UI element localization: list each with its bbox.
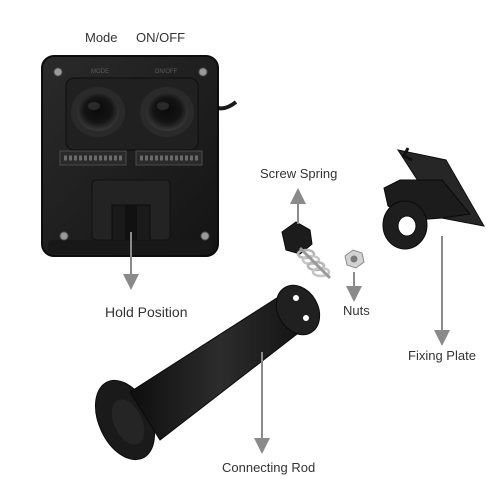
fixing-plate-part xyxy=(382,147,485,250)
screw-bottom-right xyxy=(200,231,210,241)
label-screw-spring: Screw Spring xyxy=(260,166,338,181)
rod-base-inner xyxy=(111,399,145,445)
rod-top-end xyxy=(275,284,321,336)
label-on-off: ON/OFF xyxy=(136,30,186,45)
screw-top-right xyxy=(198,67,208,77)
screw-bottom-left xyxy=(59,231,69,241)
callout-arrows xyxy=(123,188,450,454)
device-print-mode: MODE xyxy=(91,69,109,75)
device-body: MODE ON/OFF xyxy=(41,55,238,257)
label-nuts: Nuts xyxy=(343,303,370,318)
nut-hole xyxy=(350,255,358,263)
speaker-left xyxy=(71,87,125,137)
power-cable xyxy=(217,100,238,111)
label-mode: Mode xyxy=(85,30,118,45)
screw-shaft xyxy=(298,246,332,280)
screw-spring-part xyxy=(281,221,332,280)
device-print-onoff: ON/OFF xyxy=(155,69,178,75)
label-fixing-plate: Fixing Plate xyxy=(408,348,476,363)
speaker-right xyxy=(140,87,194,137)
nut-part xyxy=(344,249,365,269)
label-strip-right xyxy=(135,150,203,166)
rod-top-hole-1 xyxy=(293,295,299,301)
screw-knob xyxy=(281,221,313,255)
fixing-plate-clip xyxy=(401,147,413,162)
rod-top-hole-2 xyxy=(303,315,309,321)
label-strip-left xyxy=(59,150,127,166)
label-hold-position: Hold Position xyxy=(105,304,188,320)
mount-slot-groove xyxy=(125,205,137,240)
label-connecting-rod: Connecting Rod xyxy=(222,460,316,475)
connecting-rod-part xyxy=(94,284,321,461)
screw-top-left xyxy=(53,67,63,77)
fixing-plate-hole xyxy=(397,215,417,237)
